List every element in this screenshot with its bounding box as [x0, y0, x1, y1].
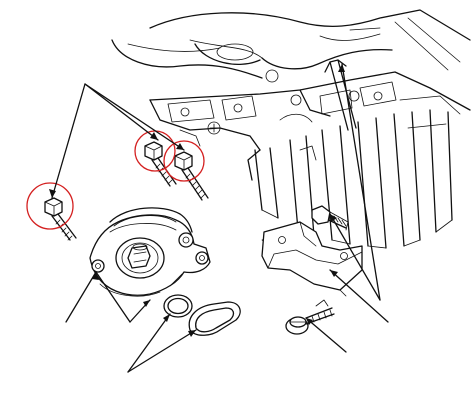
bracket-bolt-lower [285, 299, 335, 335]
o-ring [163, 294, 193, 318]
filter-housing [89, 207, 211, 297]
gasket [188, 301, 241, 336]
block-face-details [167, 81, 461, 161]
leader-lines [51, 63, 389, 373]
highlight-circle-bolt-right [163, 140, 205, 182]
block-ribs [254, 109, 453, 249]
highlight-circle-bolt-left [26, 182, 74, 230]
bolt-right [174, 151, 209, 201]
bolt-left [44, 197, 77, 241]
bolt-middle [144, 141, 177, 187]
arrowheads [49, 64, 345, 337]
engine-block [111, 9, 471, 257]
